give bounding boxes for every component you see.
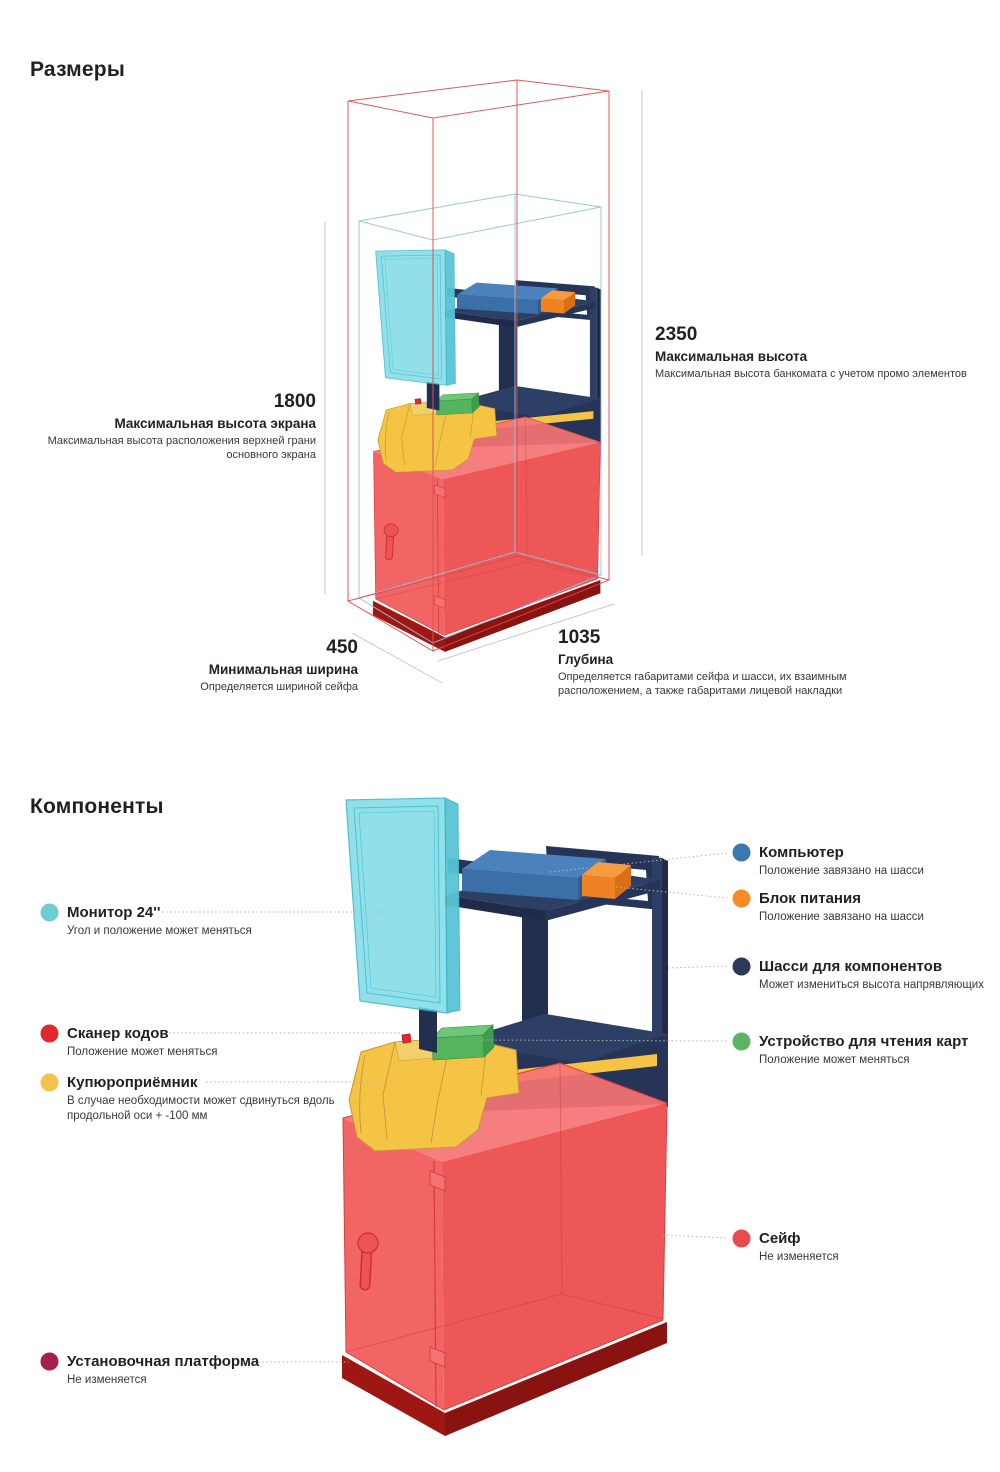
platform-legend-dot bbox=[40, 1352, 59, 1371]
legend-item-scanner: Сканер кодов Положение может меняться bbox=[40, 1024, 340, 1060]
dimensions-drawing bbox=[324, 79, 643, 684]
wireframe-screen-envelope bbox=[357, 193, 603, 644]
legend-item-computer: Компьютер Положение завязано на шасси bbox=[732, 843, 992, 879]
monitor-legend-dot bbox=[40, 903, 59, 922]
safe-legend-dot bbox=[732, 1229, 751, 1248]
legend-label: Сейф bbox=[759, 1230, 801, 1247]
dim-value: 2350 bbox=[655, 324, 698, 345]
legend-desc: Положение может меняться bbox=[67, 1046, 218, 1058]
legend-desc: Не изменяется bbox=[67, 1374, 147, 1386]
legend-label: Монитор 24'' bbox=[67, 904, 161, 921]
card-reader-legend-dot bbox=[732, 1032, 751, 1051]
dim-value: 450 bbox=[326, 637, 358, 658]
dim-desc: Определяется шириной сейфа bbox=[200, 680, 358, 693]
dim-min-width: 450 Минимальная ширина Определяется шири… bbox=[60, 636, 358, 694]
legend-label: Компьютер bbox=[759, 844, 844, 861]
chassis-legend-dot bbox=[732, 957, 751, 976]
legend-desc: В случае необходимости может сдвинуться … bbox=[67, 1095, 335, 1122]
dim-name: Максимальная высота bbox=[655, 348, 808, 364]
components-section-title: Компоненты bbox=[30, 795, 164, 818]
wireframe-max-envelope bbox=[346, 79, 611, 652]
legend-label: Купюроприёмник bbox=[67, 1074, 198, 1091]
dimensions-section-title: Размеры bbox=[30, 58, 125, 81]
legend-item-card-reader: Устройство для чтения карт Положение мож… bbox=[732, 1032, 1000, 1068]
legend-item-bill-acceptor: Купюроприёмник В случае необходимости мо… bbox=[40, 1073, 340, 1124]
legend-item-chassis: Шасси для компонентов Может измениться в… bbox=[732, 957, 1000, 993]
dim-name: Максимальная высота экрана bbox=[114, 415, 316, 431]
legend-label: Устройство для чтения карт bbox=[759, 1033, 969, 1050]
components-drawing bbox=[162, 735, 728, 1472]
legend-desc: Положение может меняться bbox=[759, 1054, 910, 1066]
legend-desc: Положение завязано на шасси bbox=[759, 865, 924, 877]
dim-desc: Максимальная высота расположения верхней… bbox=[47, 434, 316, 461]
dim-max-height: 2350 Максимальная высота Максимальная вы… bbox=[655, 323, 990, 381]
power-supply-legend-dot bbox=[732, 889, 751, 908]
dim-value: 1800 bbox=[273, 391, 316, 412]
legend-desc: Не изменяется bbox=[759, 1251, 839, 1263]
dim-screen-height: 1800 Максимальная высота экрана Максимал… bbox=[30, 390, 316, 462]
legend-item-power-supply: Блок питания Положение завязано на шасси bbox=[732, 889, 992, 925]
dim-depth: 1035 Глубина Определяется габаритами сей… bbox=[558, 626, 858, 698]
dimension-lines bbox=[324, 90, 643, 684]
bill-acceptor-legend-dot bbox=[40, 1073, 59, 1092]
legend-item-platform: Установочная платформа Не изменяется bbox=[40, 1352, 360, 1388]
legend-label: Сканер кодов bbox=[67, 1025, 169, 1042]
legend-label: Блок питания bbox=[759, 890, 861, 907]
legend-desc: Может измениться высота напрявляющих bbox=[759, 979, 984, 991]
legend-desc: Угол и положение может меняться bbox=[67, 925, 252, 937]
legend-desc: Положение завязано на шасси bbox=[759, 911, 924, 923]
scanner-legend-dot bbox=[40, 1024, 59, 1043]
dim-desc: Максимальная высота банкомата с учетом п… bbox=[655, 367, 967, 380]
legend-item-monitor: Монитор 24'' Угол и положение может меня… bbox=[40, 903, 340, 939]
dim-desc: Определяется габаритами сейфа и шасси, и… bbox=[558, 670, 847, 697]
dim-name: Глубина bbox=[558, 651, 614, 667]
dim-name: Минимальная ширина bbox=[208, 661, 358, 677]
computer-legend-dot bbox=[732, 843, 751, 862]
dim-value: 1035 bbox=[558, 627, 601, 648]
legend-item-safe: Сейф Не изменяется bbox=[732, 1229, 992, 1265]
legend-label: Установочная платформа bbox=[67, 1353, 260, 1370]
leader-lines bbox=[162, 852, 728, 1363]
legend-label: Шасси для компонентов bbox=[759, 958, 943, 975]
